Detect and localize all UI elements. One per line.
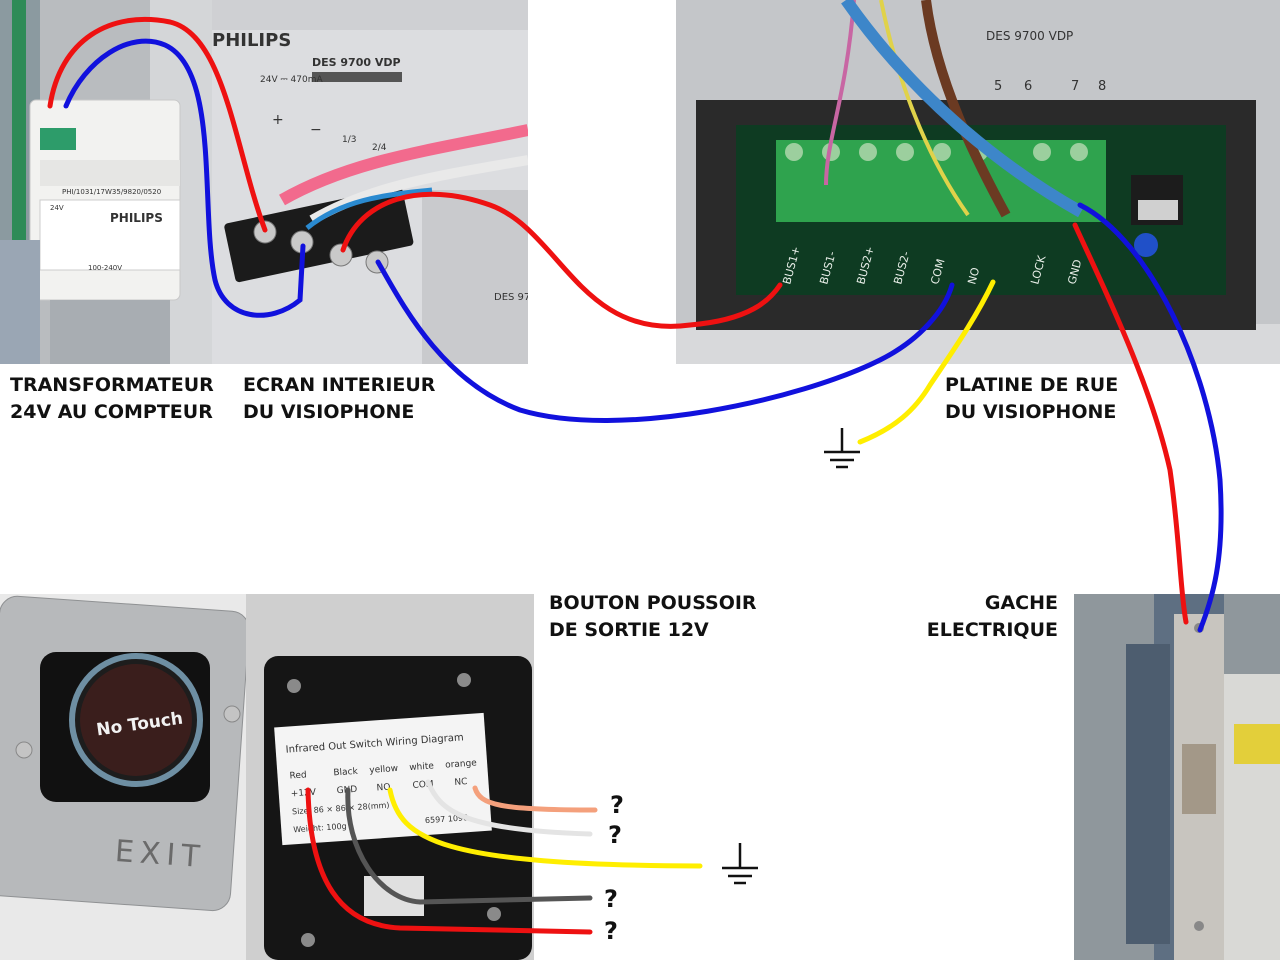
color-yellow: yellow — [369, 764, 398, 776]
unknown-mark-12v: ? — [604, 917, 618, 945]
exit-button-front-photo: No Touch EXIT — [0, 594, 246, 960]
panel-num-7: 7 — [1071, 79, 1079, 94]
caption-street-panel-line1: PLATINE DE RUE — [945, 374, 1119, 396]
unknown-mark-nc: ? — [610, 791, 624, 819]
color-white: white — [409, 761, 435, 773]
caption-exit-button: BOUTON POUSSOIR DE SORTIE 12V — [549, 590, 757, 644]
wire-white-com — [425, 779, 593, 837]
screen-model: DES 9700 VDP — [312, 56, 401, 69]
wire-red-transformer-screen — [47, 16, 268, 233]
panel-terminal-label-no: NO — [965, 266, 982, 286]
caption-indoor-screen-line1: ECRAN INTERIEUR — [243, 374, 436, 396]
func-12v: +12V — [291, 788, 318, 800]
transformer-photo: PHILIPS PHI/1031/17W35/9820/0520 24V 100… — [0, 0, 212, 364]
caption-street-panel: PLATINE DE RUE DU VISIOPHONE — [945, 372, 1118, 426]
electric-strike-photo — [1074, 594, 1280, 960]
ground-symbol-panel — [824, 428, 860, 469]
screen-t13: 1/3 — [342, 135, 356, 145]
screen-photo: PHILIPS DES 9700 VDP 24V ⎓ 470mA + − 1/3… — [212, 0, 528, 364]
transformer-brand: PHILIPS — [110, 211, 163, 225]
panel-num-5: 5 — [994, 79, 1002, 94]
wire-orange-nc — [472, 785, 598, 813]
ground-symbol-exit-button — [722, 843, 758, 885]
caption-transformer-line2: 24V AU COMPTEUR — [10, 401, 213, 423]
caption-strike: GACHE ELECTRIQUE — [927, 590, 1058, 644]
exit-text: EXIT — [114, 834, 207, 875]
transformer-serial: PHI/1031/17W35/9820/0520 — [62, 188, 161, 196]
wire-blue-transformer-screen — [63, 38, 306, 318]
caption-strike-line2: ELECTRIQUE — [926, 619, 1058, 641]
screen-t24: 2/4 — [372, 143, 387, 153]
exit-button-back-photo: Infrared Out Switch Wiring Diagram Red B… — [246, 594, 534, 960]
wire-red-12v — [305, 787, 593, 935]
screen-brand: PHILIPS — [212, 30, 291, 51]
panel-terminal-label-gnd: GND — [1065, 258, 1084, 286]
panel-terminal-label-com: COM — [928, 257, 947, 285]
func-nc: NC — [454, 777, 468, 788]
wire-red-screen-panel — [340, 191, 783, 329]
wire-blue-screen-panel — [375, 259, 955, 423]
wire-red-panel-strike — [1072, 222, 1189, 625]
panel-num-8: 8 — [1098, 79, 1106, 94]
screen-minus: − — [310, 122, 322, 138]
caption-exit-button-line2: DE SORTIE 12V — [549, 619, 709, 641]
wire-grey-gnd — [345, 787, 593, 905]
caption-indoor-screen-line2: DU VISIOPHONE — [243, 401, 415, 423]
wire-blue-panel-strike — [1077, 202, 1224, 633]
color-red: Red — [289, 770, 307, 781]
func-no: NO — [376, 783, 390, 794]
unknown-mark-gnd: ? — [604, 885, 618, 913]
transformer-range: 100-240V — [88, 264, 122, 272]
caption-indoor-screen: ECRAN INTERIEUR DU VISIOPHONE — [243, 372, 435, 426]
weight-text: Weight: 100g — [293, 822, 347, 835]
caption-transformer: TRANSFORMATEUR 24V AU COMPTEUR — [10, 372, 214, 426]
wire-yellow-panel-ground — [857, 279, 996, 445]
caption-exit-button-line1: BOUTON POUSSOIR — [549, 592, 757, 614]
panel-num-6: 6 — [1024, 79, 1032, 94]
code-text: 6597 1098 — [425, 813, 469, 825]
caption-street-panel-line2: DU VISIOPHONE — [945, 401, 1117, 423]
caption-strike-line1: GACHE — [984, 592, 1058, 614]
color-orange: orange — [445, 758, 478, 770]
wire-yellow-no — [387, 787, 703, 869]
screen-model-partial: DES 97 — [494, 292, 528, 303]
panel-model: DES 9700 VDP — [986, 29, 1073, 43]
color-black: Black — [333, 767, 359, 779]
transformer-24v: 24V — [50, 204, 64, 212]
caption-transformer-line1: TRANSFORMATEUR — [10, 374, 214, 396]
screen-power: 24V ⎓ 470mA — [260, 75, 323, 85]
screen-plus: + — [272, 112, 284, 128]
func-com: COM — [412, 779, 434, 790]
unknown-mark-com: ? — [608, 821, 622, 849]
